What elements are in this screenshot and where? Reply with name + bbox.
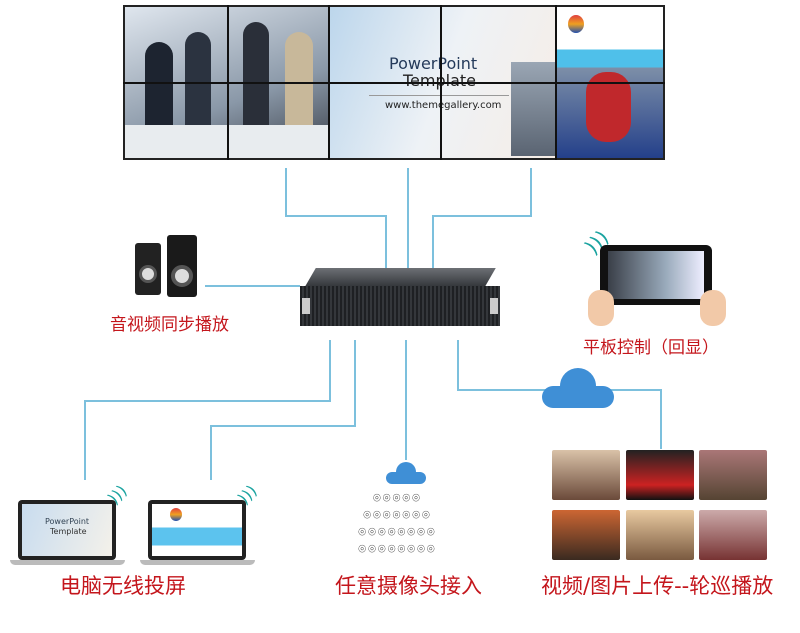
laptop-1: PowerPoint Template [10,500,125,568]
slide-url: www.themegallery.com [385,100,502,111]
wireless-projection-label: 电脑无线投屏 [60,574,186,598]
video-wall: PowerPoint Template www.themegallery.com [123,5,665,160]
cloud-icon [542,368,614,408]
media-server-box [300,268,500,330]
tablet-control-label: 平板控制（回显） [583,338,719,358]
camera-icons: ⌾⌾⌾⌾⌾⌾⌾⌾⌾⌾⌾⌾⌾⌾⌾⌾⌾⌾⌾⌾⌾⌾⌾⌾⌾⌾⌾⌾ [358,491,437,557]
city-image [511,62,561,156]
laptop-2 [140,500,255,568]
tablet-icon [600,245,712,305]
media-thumbnails [552,450,767,568]
slide-title: PowerPoint [389,54,478,73]
audio-sync-label: 音视频同步播放 [110,315,229,335]
media-upload-label: 视频/图片上传--轮巡播放 [541,574,774,598]
slide-subtitle: Template [403,71,476,90]
hands [588,290,614,326]
small-cloud-icon [386,462,426,484]
laptop-slide-title: PowerPoint [45,517,90,526]
camera-access-label: 任意摄像头接入 [335,574,482,598]
laptop-slide-subtitle: Template [50,527,87,536]
speakers-icon [135,235,200,300]
